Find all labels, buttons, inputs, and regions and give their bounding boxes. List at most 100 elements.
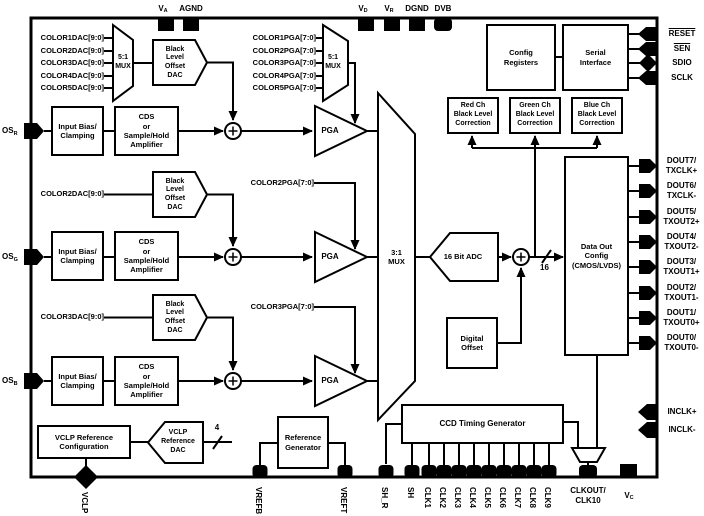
sen-pad [638,42,657,56]
reset-label: RESET [668,28,696,38]
digital-offset-box [446,317,498,369]
sum-junction-b [224,372,242,390]
osg-pad [24,249,44,265]
vclp-pad [74,465,98,489]
inclk-plus-pad [638,404,657,420]
green-black-level-box [509,97,561,134]
adc-label: 16 Bit ADC [443,251,483,261]
clk7-label: CLK7 [513,487,522,508]
sum-junction-r [224,122,242,140]
dout1-pad [639,311,657,325]
ccd-timing-label: CCD Timing Generator [439,419,526,428]
sh-pad [404,465,420,478]
sen-label: SEN [673,43,691,53]
blo-dac-label-r: Black Level Offset DAC [164,45,186,79]
color2pga-label: COLOR2PGA[7:0] [250,178,314,187]
clk9-label: CLK9 [543,487,552,508]
clk5-pad [481,465,497,478]
dout5-pad [639,210,657,224]
black-level-offset-dac-g [152,171,209,218]
clk3-label: CLK3 [453,487,462,508]
cds-label-b: CDS or Sample/Hold Amplifier [123,362,170,400]
reference-generator-label: Reference Generator [284,433,322,452]
input-bias-label-r: Input Bias/ Clamping [58,121,97,140]
inclk-minus-label: INCLK- [668,424,696,434]
clkout-mux [570,447,607,463]
dout6-label: DOUT6/TXCLK- [666,181,697,200]
sh-label: SH [406,487,415,499]
cds-label-r: CDS or Sample/Hold Amplifier [123,112,170,150]
dgnd-pad [409,18,425,31]
vr-pad [384,18,400,31]
clk9-pad [541,465,557,478]
color3pga-mux-label: COLOR3PGA[7:0] [252,58,316,67]
serial-interface-box [562,24,629,91]
ccd-timing-generator-box [401,404,564,444]
clk1-label: CLK1 [423,487,432,508]
vrefb-pad [252,465,268,478]
clk2-label: CLK2 [438,487,447,508]
cds-box-b [114,356,179,406]
vclp-config-label: VCLP Reference Configuration [54,432,114,451]
dout1-label: DOUT1/TXOUT0+ [663,308,700,327]
color3dac-label: COLOR3DAC[9:0] [40,312,104,321]
color2pga-mux-label: COLOR2PGA[7:0] [252,46,316,55]
clk2-pad [436,465,452,478]
dout4-label: DOUT4/TXOUT2- [664,232,699,251]
shr-label: SH_R [380,487,389,509]
sdio-pad [639,54,657,72]
clk4-pad [466,465,482,478]
dout2-pad [639,286,657,300]
agnd-pad [183,18,199,31]
vclp-config-box [37,425,131,459]
black-level-offset-dac-r [152,39,209,86]
dout0-label: DOUT0/TXOUT0- [664,333,699,352]
adc-bus-width-label: 16 [540,263,549,272]
vreft-label: VREFT [339,487,348,514]
sum-junction-digital [512,248,530,266]
clkout-label: CLKOUT/CLK10 [570,486,606,505]
input-bias-label-g: Input Bias/ Clamping [58,246,97,265]
color5dac-label: COLOR5DAC[9:0] [40,83,104,92]
cds-box-g [114,231,179,281]
green-black-level-label: Green Ch Black Level Correction [515,102,555,127]
data-out-config-box [564,156,629,356]
blo-dac-label-b: Black Level Offset DAC [164,300,186,334]
dvb-pad [434,18,452,31]
pga-g [314,230,370,284]
dout3-pad [639,260,657,274]
cds-label-g: CDS or Sample/Hold Amplifier [123,237,170,275]
clk7-pad [511,465,527,478]
vclp-label: VCLP [80,492,89,514]
input-bias-box-b [51,356,104,406]
input-bias-label-b: Input Bias/ Clamping [58,371,97,390]
color4dac-label: COLOR4DAC[9:0] [40,71,104,80]
dgnd-label: DGND [405,4,429,13]
pga-r [314,104,370,158]
osb-label: OSB [2,376,18,387]
vc-pad [620,464,637,477]
sum-junction-g [224,248,242,266]
mux-5to1-pga [322,23,349,103]
red-black-level-label: Red Ch Black Level Correction [453,102,493,127]
color3dac-mux-label: COLOR3DAC[9:0] [40,58,104,67]
input-bias-box-r [51,106,104,156]
mux31-label: 3:1 MUX [388,247,405,266]
clk6-pad [496,465,512,478]
color1dac-label: COLOR1DAC[9:0] [40,33,104,42]
dout5-label: DOUT5/TXOUT2+ [663,207,700,226]
sclk-label: SCLK [671,72,693,82]
mux-3to1 [377,90,416,423]
clk6-label: CLK6 [498,487,507,508]
reset-pad [638,27,657,41]
wires [44,33,640,468]
clk3-pad [451,465,467,478]
data-out-config-label: Data Out Config (CMOS/LVDS) [571,241,622,270]
color4pga-label: COLOR4PGA[7:0] [252,71,316,80]
color2dac-mux-label: COLOR2DAC[9:0] [40,46,104,55]
va-pad [158,18,174,31]
red-black-level-box [447,97,499,134]
reference-generator-box [277,416,329,469]
inclk-minus-pad [638,422,657,438]
